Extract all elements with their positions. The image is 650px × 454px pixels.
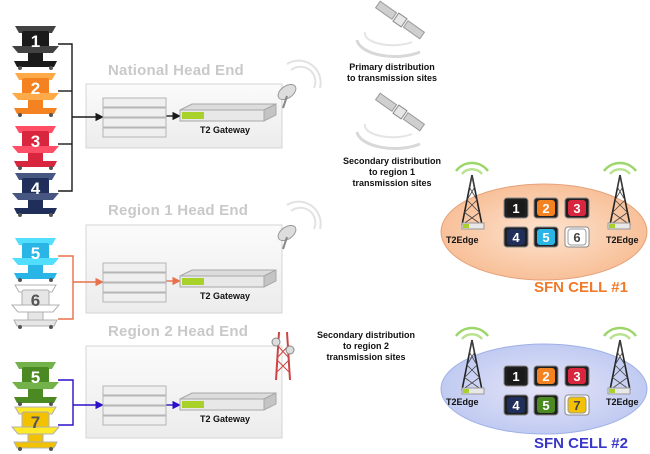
cell1-tile-4: 4: [503, 226, 529, 248]
region2-gateway-label: T2 Gateway: [200, 414, 251, 424]
tile-number: 7: [573, 398, 580, 413]
cell2-edge-right-label: T2Edge: [606, 397, 639, 407]
secondary-distribution-region1-label: Secondary distribution to region 1 trans…: [342, 156, 441, 188]
sfn-cell-1-title: SFN CELL #1: [534, 279, 628, 296]
cell1-tile-1: 1: [503, 197, 529, 219]
region2-encoder-rack: [102, 385, 167, 426]
channel-number: 1: [31, 32, 40, 51]
tile-number: 2: [542, 369, 549, 384]
channel-national-1-icon: 1: [12, 26, 59, 70]
cell2-tile-1: 1: [503, 365, 529, 387]
region1-links: [58, 255, 181, 320]
secondary-distribution-region2-label: Secondary distribution to region 2 trans…: [316, 330, 415, 362]
region2-microwave-tower-icon: [271, 331, 295, 381]
tile-number: 5: [542, 230, 549, 245]
channel-sources: 1 2 3 4 5 6 5 7: [10, 26, 61, 451]
national-t2-gateway-icon: [179, 103, 277, 122]
channel-national-4-icon: 4: [12, 173, 59, 217]
transmitter-tower-icon: [455, 326, 489, 395]
tile-number: 3: [573, 369, 580, 384]
sfn-cell-2-title: SFN CELL #2: [534, 435, 628, 452]
region1-encoder-rack: [102, 262, 167, 303]
cell2-tile-7: 7: [564, 394, 590, 416]
transmitter-towers: [455, 161, 637, 395]
national-encoder-rack: [102, 97, 167, 138]
region2-t2-gateway-icon: [179, 392, 277, 411]
channel-national-2-icon: 2: [12, 73, 59, 117]
national-links: [58, 43, 181, 192]
transmitter-tower-icon: [455, 161, 489, 230]
national-headend-title: National Head End: [108, 62, 244, 79]
region1-t2-gateway-icon: [179, 269, 277, 288]
channel-number: 5: [31, 244, 40, 263]
cell1-tile-2: 2: [533, 197, 559, 219]
channel-number: 7: [31, 413, 40, 432]
region1-uplink-dish-icon: [277, 200, 322, 250]
region1-gateway-label: T2 Gateway: [200, 291, 251, 301]
secondary-satellite-icon: [355, 92, 426, 150]
channel-region2-7-icon: 7: [10, 406, 61, 451]
national-uplink-dish-icon: [277, 59, 322, 109]
cell-tiles: 1 2 3 4 5 6 1 2 3 4 5 7: [503, 197, 590, 416]
primary-distribution-label: Primary distribution to transmission sit…: [346, 62, 438, 83]
cell2-tile-3: 3: [564, 365, 590, 387]
channel-region1-5-icon: 5: [12, 238, 59, 282]
cell1-tile-6: 6: [564, 226, 590, 248]
national-gateway-label: T2 Gateway: [200, 125, 251, 135]
tile-number: 5: [542, 398, 549, 413]
cell2-tile-2: 2: [533, 365, 559, 387]
tile-number: 3: [573, 201, 580, 216]
cell1-tile-3: 3: [564, 197, 590, 219]
tile-number: 2: [542, 201, 549, 216]
channel-number: 5: [31, 368, 40, 387]
region2-links: [58, 379, 181, 426]
transmitter-tower-icon: [603, 326, 637, 395]
channel-national-3-icon: 3: [12, 126, 59, 170]
channel-number: 4: [31, 179, 41, 198]
channel-region2-5-icon: 5: [12, 362, 59, 406]
tile-number: 4: [512, 230, 520, 245]
cell2-tile-5: 5: [533, 394, 559, 416]
tile-number: 1: [512, 201, 519, 216]
channel-number: 3: [31, 132, 40, 151]
channel-number: 2: [31, 79, 40, 98]
tile-number: 1: [512, 369, 519, 384]
channel-region1-6-icon: 6: [10, 284, 61, 329]
region1-headend-title: Region 1 Head End: [108, 202, 249, 219]
cell1-edge-right-label: T2Edge: [606, 235, 639, 245]
cell2-edge-left-label: T2Edge: [446, 397, 479, 407]
tile-number: 4: [512, 398, 520, 413]
primary-satellite-icon: [355, 0, 426, 58]
transmitter-tower-icon: [603, 161, 637, 230]
sfn-cell-2-area: [440, 343, 648, 435]
cell1-tile-5: 5: [533, 226, 559, 248]
cell2-tile-4: 4: [503, 394, 529, 416]
cell1-edge-left-label: T2Edge: [446, 235, 479, 245]
region2-headend-title: Region 2 Head End: [108, 323, 249, 340]
tile-number: 6: [573, 230, 580, 245]
channel-number: 6: [31, 291, 40, 310]
